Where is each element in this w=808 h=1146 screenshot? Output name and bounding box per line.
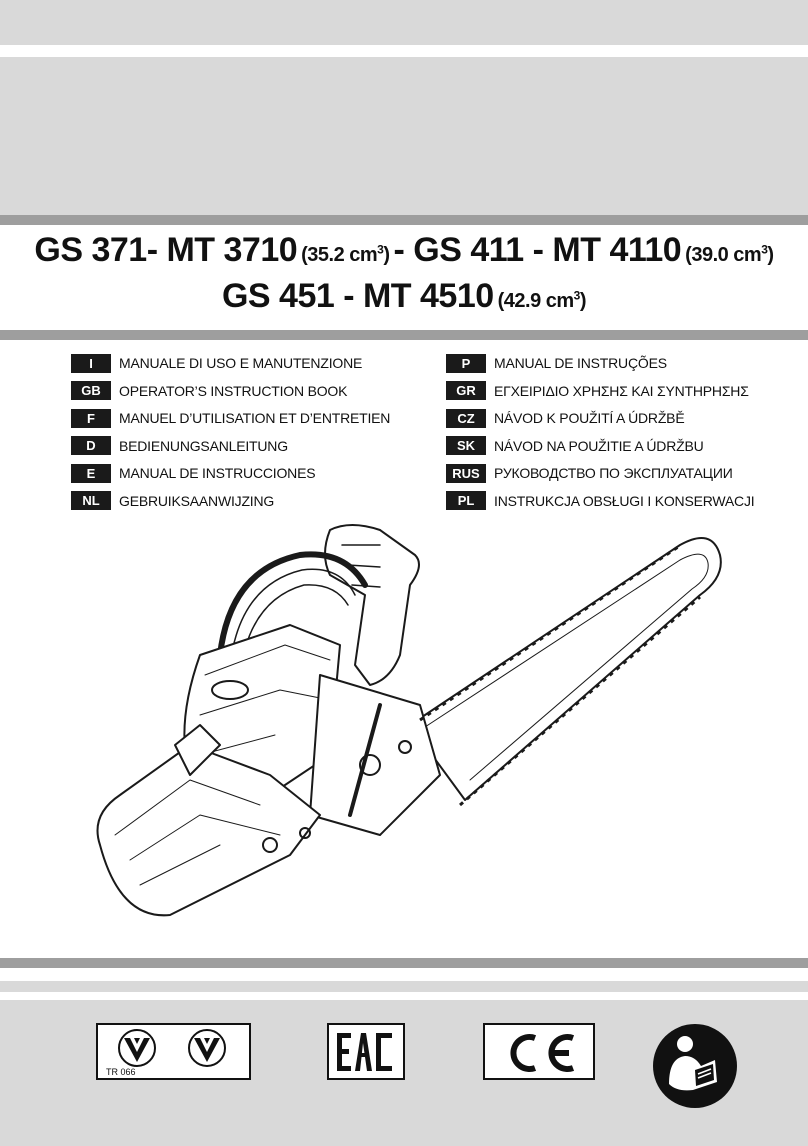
language-code: I <box>71 353 111 373</box>
eac-mark-icon <box>337 1033 392 1071</box>
language-code: SK <box>446 436 486 456</box>
language-label: INSTRUKCJA OBSŁUGI I KONSERWACJI <box>494 492 755 509</box>
chainsaw-illustration <box>96 524 722 917</box>
header-stripe <box>0 215 808 225</box>
language-list-left: I MANUALE DI USO E MANUTENZIONE GB OPERATO… <box>71 351 451 517</box>
language-item: SK NÁVOD NA POUŽITIE A ÚDRŽBU <box>446 434 796 458</box>
language-code: RUS <box>446 463 486 483</box>
language-code: CZ <box>446 408 486 428</box>
models-c: GS 451 - MT 4510 <box>221 277 494 315</box>
language-item: E MANUAL DE INSTRUCCIONES <box>71 461 451 485</box>
language-item: NL GEBRUIKSAANWIJZING <box>71 489 451 513</box>
tr-mark-icon <box>188 1029 226 1067</box>
language-item: D BEDIENUNGSANLEITUNG <box>71 434 451 458</box>
title-stripe <box>0 330 808 340</box>
model-title-line2: GS 451 - MT 4510 (42.9 cm3) <box>221 277 587 315</box>
language-label: MANUAL DE INSTRUÇÕES <box>494 355 667 371</box>
language-label: MANUALE DI USO E MANUTENZIONE <box>119 355 363 371</box>
language-label: ΕΓΧΕΙΡΙΔΙΟ ΧΡΗΣΗΣ ΚΑΙ ΣΥΝΤΗΡΗΣΗΣ <box>494 382 749 399</box>
language-code: D <box>71 436 111 456</box>
language-code: GB <box>71 381 111 401</box>
language-code: E <box>71 463 111 483</box>
tr-mark-icon <box>118 1029 156 1067</box>
language-label: РУКОВОДСТВО ПО ЭКСПЛУАТАЦИИ <box>494 465 733 482</box>
model-title-line1: GS 371- MT 3710 (35.2 cm3) - GS 411 - MT… <box>34 231 774 269</box>
language-item: PL INSTRUKCJA OBSŁUGI I KONSERWACJI <box>446 489 796 513</box>
capacity-a: (35.2 cm <box>301 244 378 266</box>
footer-band-thin <box>0 981 808 992</box>
read-manual-icon <box>653 1024 737 1108</box>
language-code: P <box>446 353 486 373</box>
language-item: P MANUAL DE INSTRUÇÕES <box>446 351 796 375</box>
language-code: GR <box>446 381 486 401</box>
language-label: GEBRUIKSAANWIJZING <box>119 492 275 509</box>
language-item: GB OPERATOR’S INSTRUCTION BOOK <box>71 379 451 403</box>
front-handle <box>217 551 368 658</box>
language-label: NÁVOD NA POUŽITIE A ÚDRŽBU <box>494 437 704 454</box>
ce-mark-icon <box>510 1034 575 1072</box>
language-label: MANUAL DE INSTRUCCIONES <box>119 465 316 482</box>
eac-mark-box <box>327 1023 405 1080</box>
tr-certification-box: TR 066 <box>96 1023 251 1080</box>
models-b: GS 411 - MT 4110 <box>413 231 682 269</box>
language-label: OPERATOR’S INSTRUCTION BOOK <box>119 382 348 399</box>
language-item: CZ NÁVOD K POUŽITÍ A ÚDRŽBĚ <box>446 406 796 430</box>
language-item: F MANUEL D’UTILISATION ET D’ENTRETIEN <box>71 406 451 430</box>
guide-bar <box>409 536 722 801</box>
language-code: NL <box>71 491 111 511</box>
language-item: I MANUALE DI USO E MANUTENZIONE <box>71 351 451 375</box>
side-cover <box>309 674 441 836</box>
footer-stripe <box>0 958 808 968</box>
base <box>96 744 321 917</box>
top-band <box>0 0 808 45</box>
ce-mark-box <box>483 1023 595 1080</box>
models-a: GS 371- MT 3710 <box>34 231 298 269</box>
language-item: RUS РУКОВОДСТВО ПО ЭКСПЛУАТАЦИИ <box>446 461 796 485</box>
capacity-b: (39.0 cm <box>685 244 762 266</box>
language-list-right: P MANUAL DE INSTRUÇÕES GR ΕΓΧΕΙΡΙΔΙΟ ΧΡΗΣΗ… <box>446 351 796 517</box>
title-separator: - <box>393 231 414 269</box>
language-label: MANUEL D’UTILISATION ET D’ENTRETIEN <box>119 410 391 427</box>
language-item: GR ΕΓΧΕΙΡΙΔΙΟ ΧΡΗΣΗΣ ΚΑΙ ΣΥΝΤΗΡΗΣΗΣ <box>446 379 796 403</box>
language-label: BEDIENUNGSANLEITUNG <box>119 437 288 454</box>
capacity-c: (42.9 cm <box>497 290 575 312</box>
language-label: NÁVOD K POUŽITÍ A ÚDRŽBĚ <box>494 410 685 427</box>
tr-code: TR 066 <box>106 1067 136 1077</box>
language-code: PL <box>446 491 486 511</box>
language-code: F <box>71 408 111 428</box>
header-band <box>0 57 808 215</box>
